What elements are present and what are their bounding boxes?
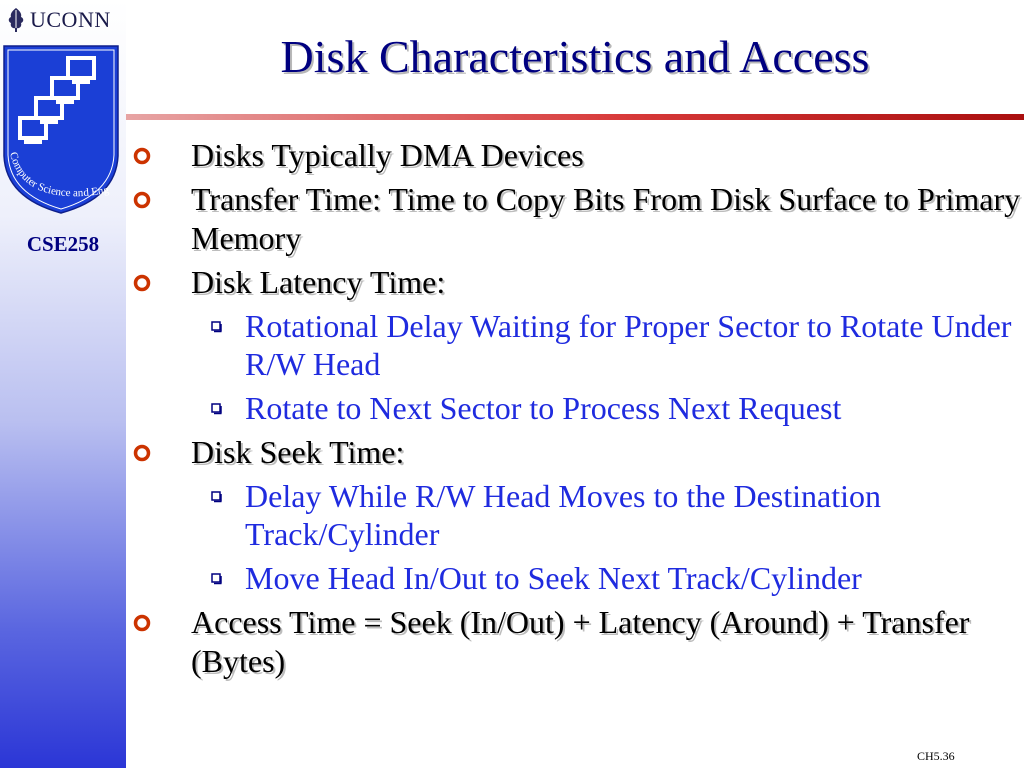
sub-bullet-text: Move Head In/Out to Seek Next Track/Cyli… bbox=[245, 560, 862, 596]
bullet-text: Disk Seek Time: bbox=[191, 434, 405, 470]
sub-bullet-item: Move Head In/Out to Seek Next Track/Cyli… bbox=[131, 559, 1021, 597]
round-bullet-icon bbox=[133, 614, 151, 632]
sub-bullet-text: Delay While R/W Head Moves to the Destin… bbox=[245, 478, 882, 552]
bullet-text: Disk Latency Time: bbox=[191, 264, 446, 300]
sub-bullet-item: Delay While R/W Head Moves to the Destin… bbox=[131, 477, 1021, 553]
round-bullet-icon bbox=[133, 444, 151, 462]
computer-stack-icon bbox=[18, 56, 96, 144]
bullet-text: Disks Typically DMA Devices bbox=[191, 137, 584, 173]
round-bullet-icon bbox=[133, 274, 151, 292]
bullet-text: Transfer Time: Time to Copy Bits From Di… bbox=[191, 181, 1021, 256]
square-bullet-icon bbox=[211, 321, 222, 333]
slide-content: Disks Typically DMA Devices Transfer Tim… bbox=[131, 136, 1021, 686]
sub-bullet-item: Rotational Delay Waiting for Proper Sect… bbox=[131, 307, 1021, 383]
sub-bullet-item: Rotate to Next Sector to Process Next Re… bbox=[131, 389, 1021, 427]
round-bullet-icon bbox=[133, 191, 151, 209]
bullet-item: Transfer Time: Time to Copy Bits From Di… bbox=[131, 180, 1021, 258]
sidebar-panel: UCONN Computer Science and Engineering C… bbox=[0, 0, 126, 768]
cse-logo: Computer Science and Engineering bbox=[0, 38, 119, 214]
square-bullet-icon bbox=[211, 573, 222, 585]
sub-bullet-text: Rotate to Next Sector to Process Next Re… bbox=[245, 390, 842, 426]
course-code: CSE258 bbox=[26, 232, 100, 256]
bullet-item: Disk Latency Time: bbox=[131, 263, 1021, 302]
bullet-item: Disks Typically DMA Devices bbox=[131, 136, 1021, 175]
title-divider bbox=[126, 114, 1024, 120]
sub-bullet-text: Rotational Delay Waiting for Proper Sect… bbox=[245, 308, 1012, 382]
square-bullet-icon bbox=[211, 403, 222, 415]
uconn-label: UCONN bbox=[30, 7, 111, 32]
bullet-text: Access Time = Seek (In/Out) + Latency (A… bbox=[191, 604, 970, 679]
page-number: CH5.36 bbox=[917, 749, 955, 763]
slide-title: Disk Characteristics and Access bbox=[280, 31, 870, 82]
uconn-brand: UCONN bbox=[6, 5, 111, 35]
bullet-item: Access Time = Seek (In/Out) + Latency (A… bbox=[131, 603, 1021, 681]
round-bullet-icon bbox=[133, 147, 151, 165]
square-bullet-icon bbox=[211, 491, 222, 503]
bullet-item: Disk Seek Time: bbox=[131, 433, 1021, 472]
oak-leaf-icon bbox=[8, 8, 24, 32]
